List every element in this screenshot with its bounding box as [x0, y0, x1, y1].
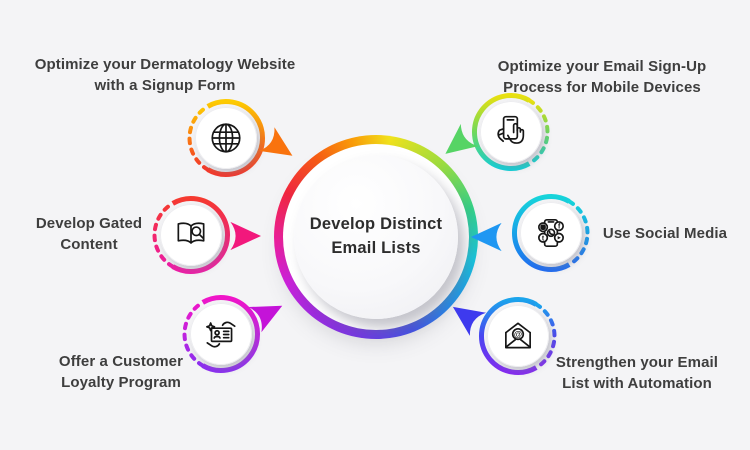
ring-mobile-signup — [472, 93, 550, 171]
ring-website-signup — [187, 99, 265, 177]
ring-social-media — [512, 194, 590, 272]
arrow-to-hub-icon — [259, 127, 293, 156]
ring-loyalty-program — [182, 295, 260, 373]
item-circle-website-signup — [186, 98, 266, 178]
arrow-to-hub-icon — [471, 222, 502, 252]
item-label-mobile-signup: Optimize your Email Sign-Up Process for … — [497, 58, 707, 96]
item-circle-gated-content — [151, 195, 231, 275]
svg-text:t: t — [542, 235, 545, 242]
item-circle-social-media: f t — [511, 193, 591, 273]
icon-disc — [190, 303, 252, 365]
arrow-to-hub-icon — [230, 221, 261, 251]
book-search-icon — [177, 222, 205, 244]
icon-disc: @ — [487, 305, 549, 367]
svg-text:@: @ — [514, 329, 522, 339]
icon-disc — [195, 107, 257, 169]
icon-disc — [160, 204, 222, 266]
email-at-icon: @ — [505, 322, 531, 349]
social-phone-icon: f t — [538, 218, 564, 248]
ring-email-automation — [479, 297, 557, 375]
item-label-social-media: Use Social Media — [602, 225, 728, 242]
hub: Develop Distinct Email Lists — [274, 135, 478, 339]
mobile-tap-icon — [497, 115, 525, 144]
item-label-website-signup: Optimize your Dermatology Website with a… — [34, 56, 296, 94]
hub-plate — [294, 155, 458, 319]
item-label-email-automation: Strengthen your Email List with Automati… — [555, 354, 719, 392]
arrow-to-hub-icon — [452, 306, 487, 336]
hub-title: Develop Distinct Email Lists — [309, 215, 443, 257]
globe-icon — [211, 123, 241, 153]
arrow-to-hub-icon — [248, 305, 283, 333]
item-circle-loyalty-program — [181, 294, 261, 374]
loyalty-card-icon — [206, 321, 236, 348]
svg-text:f: f — [558, 224, 561, 231]
item-label-gated-content: Develop Gated Content — [35, 215, 143, 253]
icon-disc — [480, 101, 542, 163]
arrow-to-hub-icon — [445, 123, 479, 154]
icon-disc: f t — [520, 202, 582, 264]
item-circle-email-automation: @ — [478, 296, 558, 376]
item-label-loyalty-program: Offer a Customer Loyalty Program — [58, 353, 184, 391]
ring-gated-content — [152, 196, 230, 274]
item-circle-mobile-signup — [471, 92, 551, 172]
